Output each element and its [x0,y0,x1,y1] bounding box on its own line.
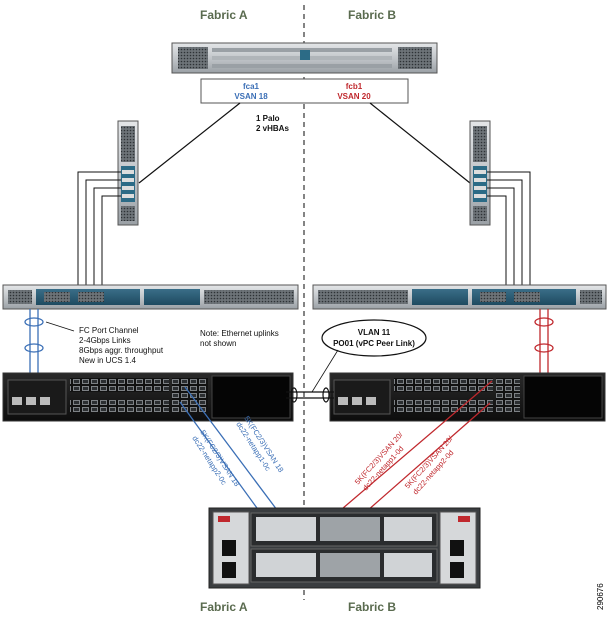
port-channel-note-line3: 8Gbps aggr. throughput [79,346,164,355]
palo-note-line1: 1 Palo [256,114,280,123]
port-channel-note-line4: New in UCS 1.4 [79,356,136,365]
fabric-b-label-top: Fabric B [348,8,396,22]
fc-port-channel-a [24,309,44,374]
fca1-label: fca1 [243,82,260,91]
nexus-5k-a [2,372,294,422]
fex-right [469,120,491,226]
blade-server [171,42,438,74]
fabric-interconnect-b [312,284,607,310]
vpc-peer-link-callout: VLAN 11 PO01 (vPC Peer Link) [311,319,427,393]
fc-port-channel-b [534,309,554,374]
vpc-line1: VLAN 11 [358,328,391,337]
palo-adapter-box: fca1 VSAN 18 fcb1 VSAN 20 [200,78,409,104]
fcb1-label: fcb1 [346,82,363,91]
fabric-interconnect-a [2,284,299,310]
vpc-peer-link [286,387,334,403]
fabric-a-label-bottom: Fabric A [200,600,248,614]
ethernet-note-line2: not shown [200,339,236,348]
figure-id: 290676 [596,583,605,610]
fex-left [117,120,139,226]
vsan18-label: VSAN 18 [234,92,268,101]
fabric-b-label-bottom: Fabric B [348,600,396,614]
vsan20-label: VSAN 20 [337,92,371,101]
port-channel-note-line2: 2-4Gbps Links [79,336,131,345]
netapp-storage-array [208,507,481,589]
ethernet-note-line1: Note: Ethernet uplinks [200,329,279,338]
vpc-line2: PO01 (vPC Peer Link) [333,339,415,348]
palo-note-line2: 2 vHBAs [256,124,289,133]
nexus-5k-b [329,372,606,422]
fabric-a-label-top: Fabric A [200,8,248,22]
port-channel-note-line1: FC Port Channel [79,326,139,335]
